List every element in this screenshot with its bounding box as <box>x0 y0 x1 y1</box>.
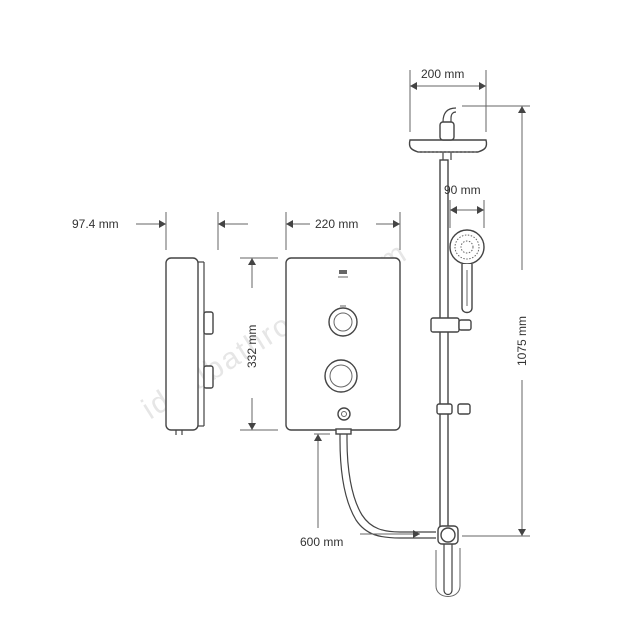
start-stop-button <box>337 407 351 421</box>
handset-width-label: 90 mm <box>444 183 481 197</box>
unit-height-dimension <box>240 257 278 431</box>
head-diameter-dimension <box>409 70 487 132</box>
overhead-shower-head <box>408 121 488 153</box>
handset-width-dimension <box>449 200 485 228</box>
hose-offset-label: 600 mm <box>300 535 343 549</box>
side-depth-label: 97.4 mm <box>72 217 119 231</box>
power-dial <box>328 307 358 337</box>
front-view-unit <box>285 257 401 431</box>
unit-height-label: 332 mm <box>245 325 259 368</box>
unit-width-label: 220 mm <box>315 217 358 231</box>
riser-rail <box>430 107 472 597</box>
wall-bracket <box>436 403 453 415</box>
hose-offset-dimension <box>314 433 420 538</box>
head-diameter-label: 200 mm <box>421 67 464 81</box>
handset <box>449 229 485 314</box>
side-view-unit <box>165 257 214 435</box>
rail-height-label: 1075 mm <box>515 316 529 366</box>
brand-logo <box>339 270 347 274</box>
unit-width-dimension <box>285 212 401 250</box>
side-depth-dimension <box>136 212 248 250</box>
supply-hose <box>335 428 436 539</box>
rail-height-dimension <box>462 105 530 537</box>
side-knob-lower <box>203 365 214 389</box>
side-knob-upper <box>203 311 214 335</box>
slider-bracket <box>430 317 460 333</box>
